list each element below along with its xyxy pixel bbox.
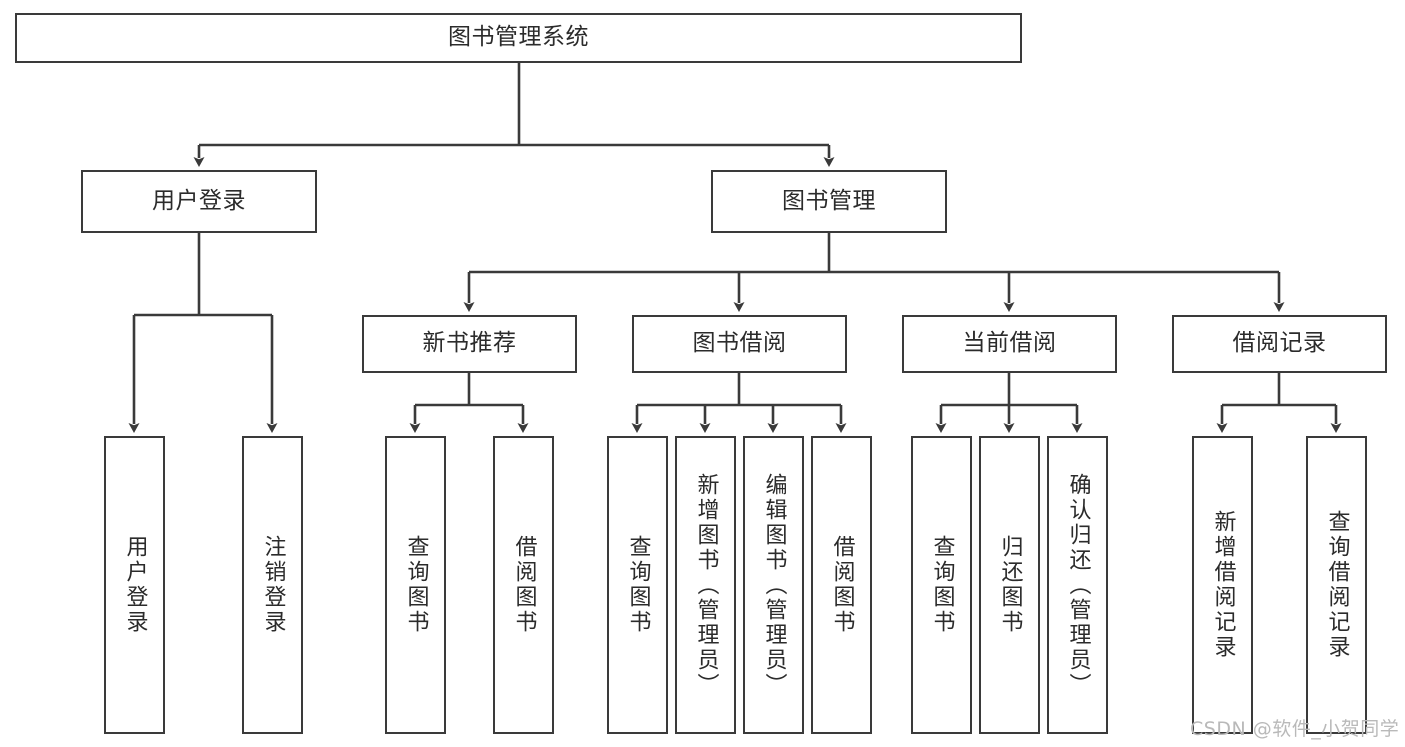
node-root[interactable]: 图书管理系统 [15, 13, 1022, 63]
node-new-book-recommendation-label: 新书推荐 [422, 330, 517, 357]
leaf-query-books-current[interactable]: 查询图书 [911, 436, 972, 734]
leaf-label: 确认归还（管理员） [1065, 472, 1091, 698]
node-book-management-label: 图书管理 [782, 187, 876, 214]
leaf-label: 用户登录 [122, 535, 148, 635]
node-new-book-recommendation[interactable]: 新书推荐 [362, 315, 577, 373]
node-current-borrowing[interactable]: 当前借阅 [902, 315, 1117, 373]
leaf-borrow-books-new[interactable]: 借阅图书 [493, 436, 554, 734]
leaf-label: 查询图书 [625, 535, 651, 635]
leaf-return-books[interactable]: 归还图书 [979, 436, 1040, 734]
leaf-edit-book-admin[interactable]: 编辑图书（管理员） [743, 436, 804, 734]
leaf-label: 编辑图书（管理员） [761, 472, 787, 698]
leaf-query-borrow-record[interactable]: 查询借阅记录 [1306, 436, 1367, 734]
leaf-label: 注销登录 [260, 535, 286, 635]
node-book-borrowing[interactable]: 图书借阅 [632, 315, 847, 373]
leaf-add-book-admin[interactable]: 新增图书（管理员） [675, 436, 736, 734]
node-borrow-records-label: 借阅记录 [1232, 330, 1327, 357]
node-user-login-label: 用户登录 [152, 187, 246, 214]
node-root-label: 图书管理系统 [448, 24, 589, 51]
leaf-label: 借阅图书 [511, 535, 537, 635]
leaf-label: 新增图书（管理员） [693, 472, 719, 698]
leaf-query-books-new[interactable]: 查询图书 [385, 436, 446, 734]
leaf-logout[interactable]: 注销登录 [242, 436, 303, 734]
leaf-label: 查询借阅记录 [1324, 510, 1350, 660]
node-borrow-records[interactable]: 借阅记录 [1172, 315, 1387, 373]
leaf-add-borrow-record[interactable]: 新增借阅记录 [1192, 436, 1253, 734]
watermark: CSDN @软件_小贺同学 [1190, 718, 1400, 740]
leaf-user-login[interactable]: 用户登录 [104, 436, 165, 734]
node-user-login[interactable]: 用户登录 [81, 170, 317, 233]
leaf-label: 新增借阅记录 [1210, 510, 1236, 660]
leaf-label: 借阅图书 [829, 535, 855, 635]
leaf-label: 查询图书 [403, 535, 429, 635]
node-book-management[interactable]: 图书管理 [711, 170, 947, 233]
node-current-borrowing-label: 当前借阅 [962, 330, 1057, 357]
leaf-query-books-borrow[interactable]: 查询图书 [607, 436, 668, 734]
leaf-borrow-books-borrow[interactable]: 借阅图书 [811, 436, 872, 734]
leaf-confirm-return-admin[interactable]: 确认归还（管理员） [1047, 436, 1108, 734]
leaf-label: 归还图书 [997, 535, 1023, 635]
leaf-label: 查询图书 [929, 535, 955, 635]
node-book-borrowing-label: 图书借阅 [692, 330, 787, 357]
